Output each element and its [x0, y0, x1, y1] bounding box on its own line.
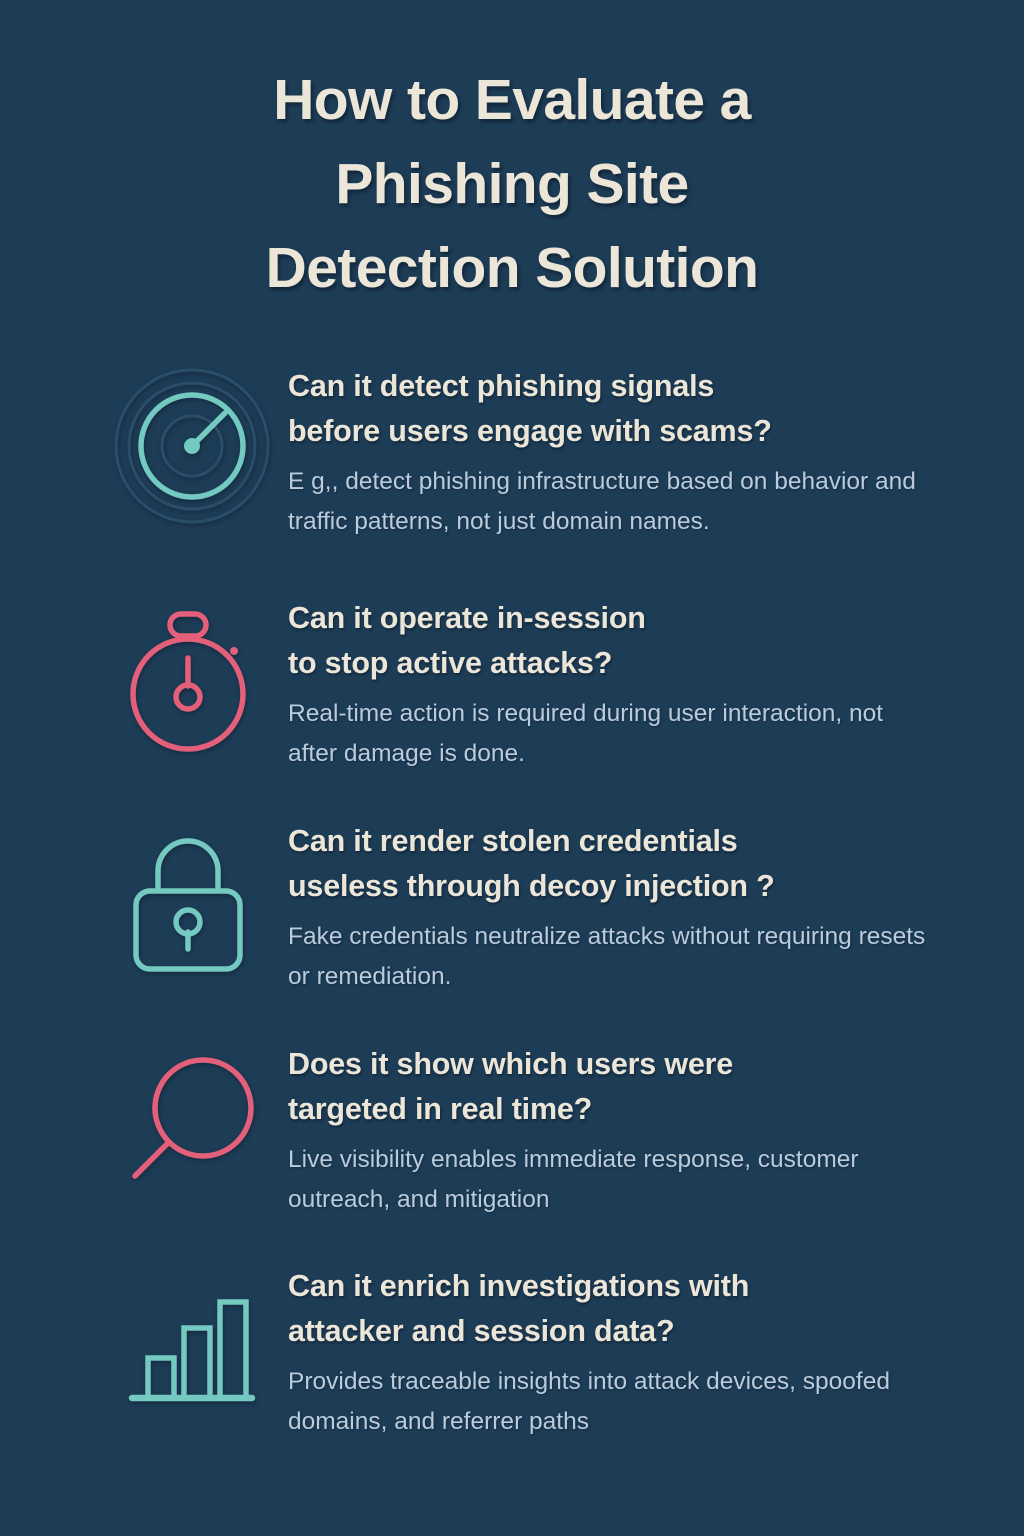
- text-cell: Can it detect phishing signals before us…: [288, 358, 964, 542]
- item-heading-line-1: Can it detect phishing signals: [288, 369, 715, 403]
- page-title-line-1: How to Evaluate a: [273, 68, 751, 132]
- icon-cell: [96, 590, 288, 754]
- stopwatch-icon: [130, 611, 246, 752]
- criteria-list: Can it detect phishing signals before us…: [0, 358, 1024, 1478]
- icon-cell: [96, 1258, 288, 1408]
- text-cell: Does it show which users were targeted i…: [288, 1036, 964, 1220]
- item-heading: Can it render stolen credentials useless…: [288, 819, 964, 909]
- bar-chart-icon: [128, 1299, 256, 1402]
- item-description: Real-time action is required during user…: [288, 700, 884, 767]
- page-title-line-3: Detection Solution: [265, 236, 759, 300]
- item-heading-line-1: Can it enrich investigations with: [288, 1269, 750, 1303]
- item-description: Fake credentials neutralize attacks with…: [288, 923, 926, 990]
- item-heading-line-2: targeted in real time?: [288, 1092, 593, 1126]
- item-heading-line-1: Can it render stolen credentials: [288, 824, 738, 858]
- item-description: Provides traceable insights into attack …: [288, 1368, 890, 1435]
- item-heading-line-1: Does it show which users were: [288, 1047, 734, 1081]
- item-description: Live visibility enables immediate respon…: [288, 1146, 859, 1213]
- item-heading: Can it operate in-session to stop active…: [288, 596, 964, 686]
- icon-cell: [96, 813, 288, 977]
- list-item-decoy-injection: Can it render stolen credentials useless…: [0, 813, 1024, 1036]
- item-heading: Can it detect phishing signals before us…: [288, 364, 964, 454]
- text-cell: Can it render stolen credentials useless…: [288, 813, 964, 997]
- text-cell: Can it enrich investigations with attack…: [288, 1258, 964, 1442]
- item-description: E g,, detect phishing infrastructure bas…: [288, 468, 916, 535]
- item-heading: Can it enrich investigations with attack…: [288, 1264, 964, 1354]
- list-item-operate-in-session: Can it operate in-session to stop active…: [0, 590, 1024, 813]
- item-heading-line-1: Can it operate in-session: [288, 601, 646, 635]
- icon-cell: [96, 358, 288, 526]
- item-heading-line-2: before users engage with scams?: [288, 414, 772, 448]
- list-item-show-targeted-users: Does it show which users were targeted i…: [0, 1036, 1024, 1258]
- item-heading: Does it show which users were targeted i…: [288, 1042, 964, 1132]
- padlock-icon: [133, 838, 243, 972]
- text-cell: Can it operate in-session to stop active…: [288, 590, 964, 774]
- item-heading-line-2: attacker and session data?: [288, 1314, 675, 1348]
- item-heading-line-2: to stop active attacks?: [288, 646, 613, 680]
- page-title-line-2: Phishing Site: [335, 152, 689, 216]
- page-title: How to Evaluate a Phishing Site Detectio…: [0, 0, 1024, 310]
- list-item-detect-phishing-signals: Can it detect phishing signals before us…: [0, 358, 1024, 590]
- icon-cell: [96, 1036, 288, 1192]
- list-item-enrich-investigations: Can it enrich investigations with attack…: [0, 1258, 1024, 1478]
- item-heading-line-2: useless through decoy injection ?: [288, 869, 775, 903]
- magnifying-glass-icon: [132, 1057, 254, 1179]
- radar-gauge-icon: [114, 368, 270, 524]
